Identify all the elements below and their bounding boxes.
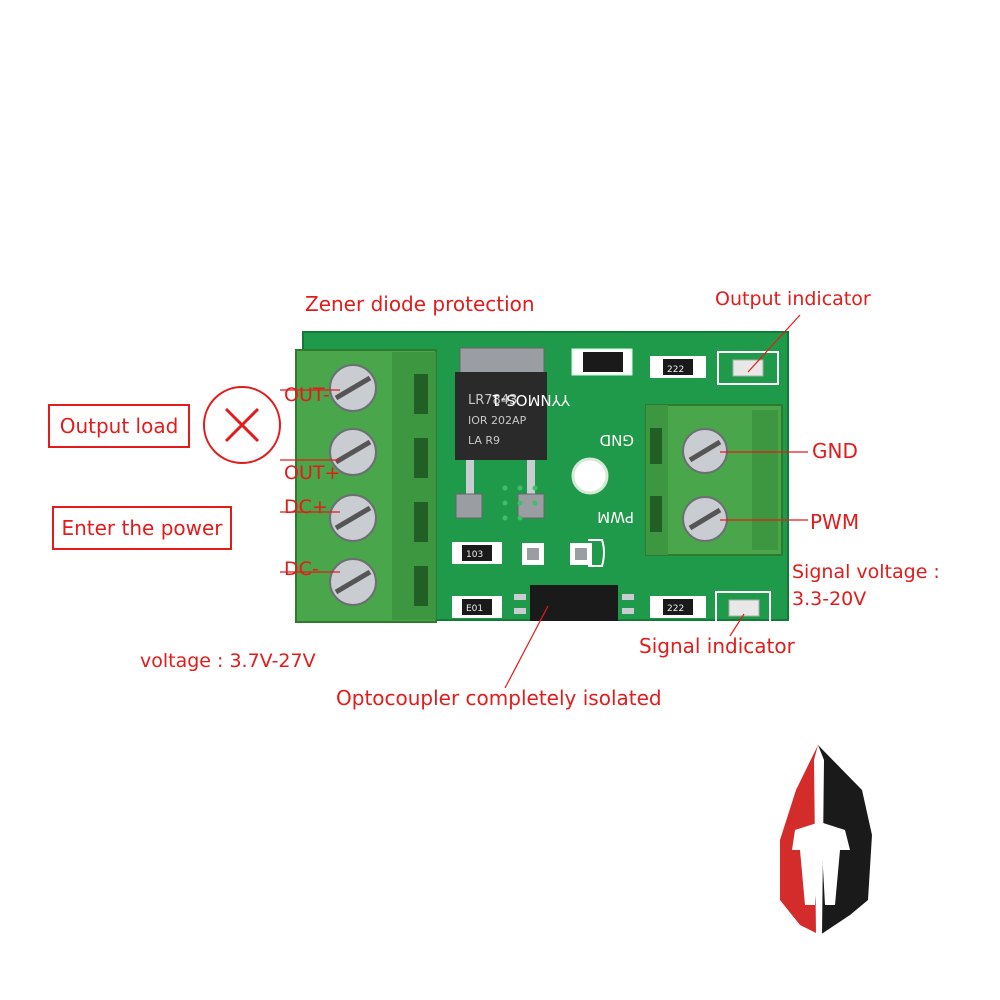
resistor-222-bottom bbox=[663, 599, 693, 615]
spartan-helmet-logo bbox=[780, 745, 872, 935]
pin-dc-minus: DC- bbox=[284, 558, 319, 580]
leader-lines bbox=[280, 314, 808, 689]
enter-power-box: Enter the power bbox=[52, 506, 232, 550]
board-model-text: YYNMOS-1 bbox=[491, 391, 571, 409]
mosfet-chip: LR7843 IOR 202AP LA R9 bbox=[455, 347, 547, 519]
resistor-e01-label: E01 bbox=[466, 604, 483, 614]
signal-voltage-label-1: Signal voltage : bbox=[792, 561, 940, 583]
output-load-box: Output load bbox=[48, 404, 190, 448]
zener-label: Zener diode protection bbox=[305, 292, 535, 316]
optocoupler-chip bbox=[514, 585, 634, 621]
cross-circle-icon bbox=[203, 386, 281, 464]
chip-marking-2: IOR 202AP bbox=[468, 414, 527, 427]
signal-indicator-label: Signal indicator bbox=[639, 634, 795, 658]
output-indicator-label: Output indicator bbox=[715, 288, 871, 310]
enter-power-label: Enter the power bbox=[61, 516, 223, 540]
chip-marking-1: LR7843 bbox=[468, 393, 517, 408]
voltage-label: voltage : 3.7V-27V bbox=[140, 650, 316, 672]
signal-voltage-label-2: 3.3-20V bbox=[792, 588, 867, 610]
resistor-e01 bbox=[462, 599, 492, 615]
silk-pwm: PWM bbox=[597, 508, 634, 526]
output-load-label: Output load bbox=[59, 414, 179, 438]
resistor-103 bbox=[462, 545, 492, 561]
pin-dc-plus: DC+ bbox=[284, 496, 328, 518]
zener-diode bbox=[583, 352, 623, 372]
signal-led bbox=[728, 599, 760, 617]
left-terminal-block bbox=[295, 349, 437, 623]
right-terminal-block bbox=[645, 404, 783, 556]
mounting-hole bbox=[571, 457, 609, 495]
gnd-label: GND bbox=[812, 439, 858, 463]
output-led bbox=[732, 359, 764, 377]
resistor-103-label: 103 bbox=[466, 550, 483, 560]
resistor-222-top bbox=[663, 359, 693, 375]
pwm-label: PWM bbox=[810, 510, 860, 534]
resistor-222-top-label: 222 bbox=[667, 365, 684, 375]
optocoupler-label: Optocoupler completely isolated bbox=[336, 686, 662, 710]
resistor-222-bottom-label: 222 bbox=[667, 604, 684, 614]
chip-marking-3: LA R9 bbox=[468, 434, 500, 447]
pin-out-plus: OUT+ bbox=[284, 462, 341, 484]
silk-gnd: GND bbox=[600, 431, 634, 449]
pin-out-minus: OUT- bbox=[284, 384, 330, 406]
